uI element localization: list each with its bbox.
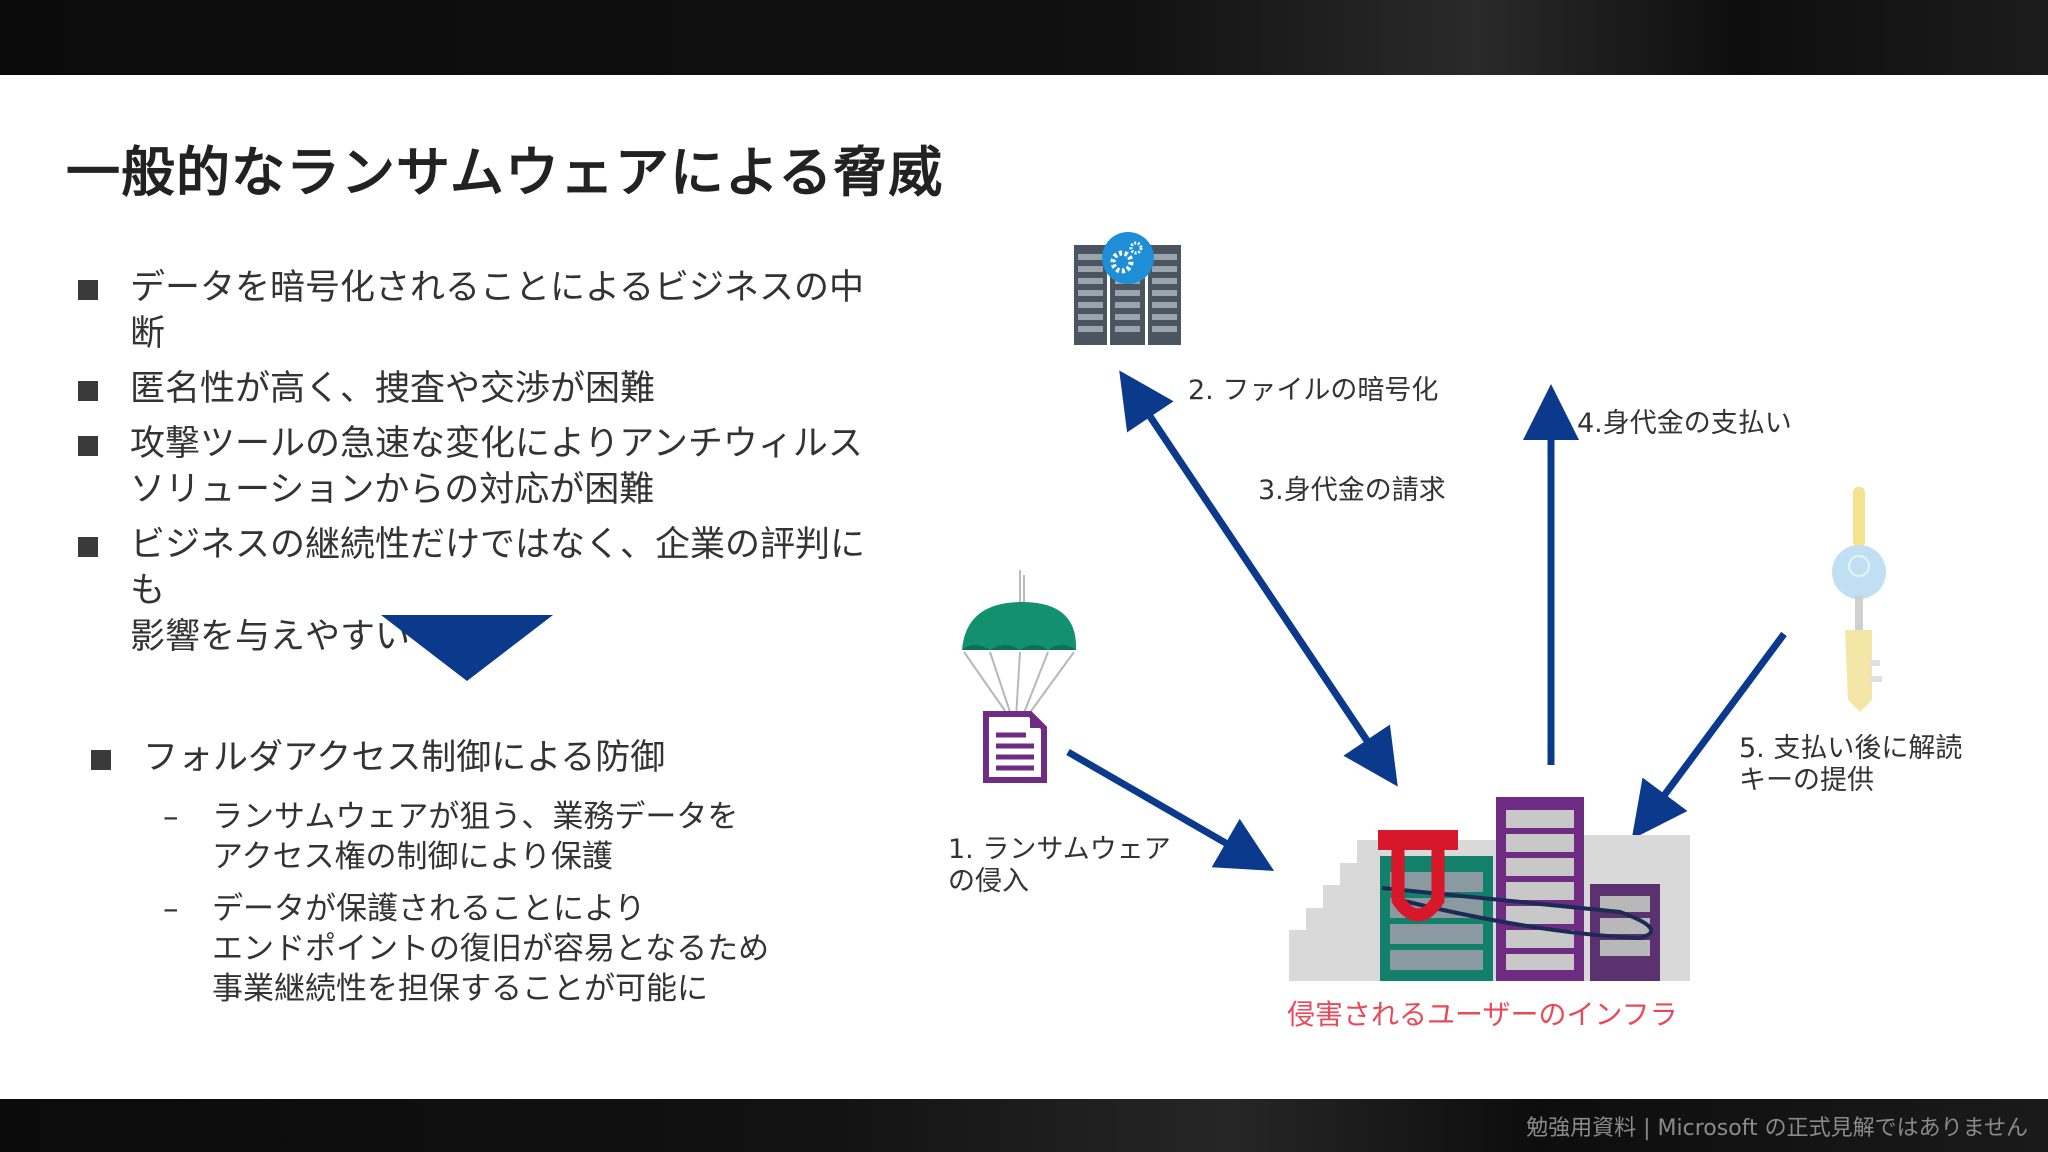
defense-sub-item: – データが保護されることにより エンドポイントの復旧が容易となるため 事業継続…	[88, 889, 848, 1009]
defense-heading-item: フォルダアクセス制御による防御	[88, 735, 848, 781]
gear-icon	[1102, 232, 1154, 284]
bullet-text: 攻撃ツールの急速な変化によりアンチウィルス ソリューションからの対応が困難	[130, 424, 863, 510]
arrow-key-delivery	[1631, 631, 1787, 840]
defense-sub-text: データが保護されることにより エンドポイントの復旧が容易となるため 事業継続性を…	[212, 891, 770, 1007]
footer-disclaimer: 勉強用資料 | Microsoft の正式見解ではありません	[1526, 1116, 2028, 1141]
defense-sub-text: ランサムウェアが狙う、業務データを アクセス権の制御により保護	[212, 799, 739, 875]
bullet-item: 匿名性が高く、捜査や交渉が困難	[75, 366, 875, 412]
defense-sub-item: – ランサムウェアが狙う、業務データを アクセス権の制御により保護	[88, 797, 848, 877]
defense-heading: フォルダアクセス制御による防御	[143, 738, 666, 778]
square-bullet-icon	[78, 436, 98, 456]
bottom-background-band	[0, 1099, 2048, 1152]
square-bullet-icon	[78, 280, 98, 300]
slide-title: 一般的なランサムウェアによる脅威	[66, 141, 944, 204]
square-bullet-icon	[78, 537, 98, 557]
square-bullet-icon	[91, 750, 111, 770]
bullet-text: ビジネスの継続性だけではなく、企業の評判にも 影響を与えやすい	[130, 525, 866, 657]
parachute-icon	[962, 570, 1077, 719]
dash-bullet: –	[163, 891, 179, 927]
infrastructure-icon	[1289, 797, 1690, 981]
down-arrow-triangle-icon	[381, 615, 553, 681]
document-icon	[983, 711, 1047, 783]
bullet-item: データを暗号化されることによるビジネスの中断	[75, 265, 875, 357]
bullet-text: 匿名性が高く、捜査や交渉が困難	[130, 369, 656, 409]
infrastructure-label: 侵害されるユーザーのインフラ	[1287, 998, 1678, 1031]
square-bullet-icon	[78, 381, 98, 401]
attacker-server-icon	[1074, 245, 1181, 345]
bullet-item: ビジネスの継続性だけではなく、企業の評判にも 影響を与えやすい	[75, 522, 875, 660]
defense-section: フォルダアクセス制御による防御 – ランサムウェアが狙う、業務データを アクセス…	[88, 735, 848, 1021]
arrow-ransom-demand	[1124, 380, 1398, 787]
padlock-icon	[1378, 830, 1458, 922]
step3-label: 3.身代金の請求	[1258, 475, 1446, 506]
step5-label: 5. 支払い後に解読 キーの提供	[1739, 733, 1963, 796]
key-icon	[1832, 487, 1886, 712]
bullet-item: 攻撃ツールの急速な変化によりアンチウィルス ソリューションからの対応が困難	[75, 421, 875, 513]
top-background-band	[0, 0, 2048, 75]
step1-label: 1. ランサムウェア の侵入	[948, 834, 1171, 897]
bullet-text: データを暗号化されることによるビジネスの中断	[130, 268, 864, 354]
threat-bullet-list: データを暗号化されることによるビジネスの中断 匿名性が高く、捜査や交渉が困難 攻…	[75, 265, 875, 669]
step4-label: 4.身代金の支払い	[1577, 408, 1792, 439]
step2-label: 2. ファイルの暗号化	[1188, 375, 1439, 406]
server-rack-icon	[1496, 797, 1584, 981]
dash-bullet: –	[163, 799, 179, 835]
arrow-intrusion	[1066, 748, 1275, 871]
